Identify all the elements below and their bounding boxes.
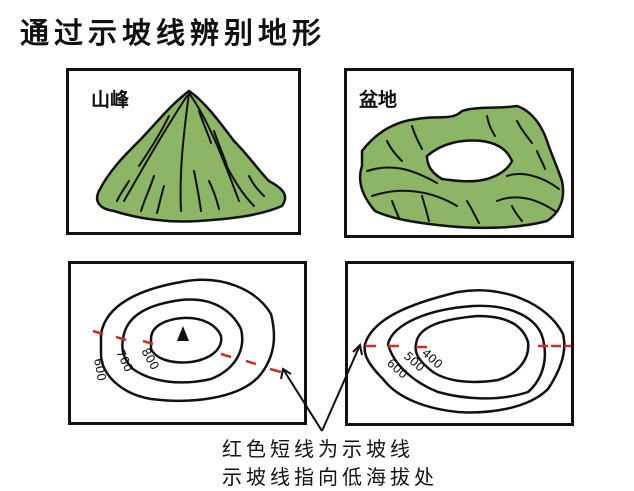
- contour-700: [121, 298, 244, 384]
- basin-illustration-panel: 盆地: [344, 68, 574, 238]
- contour-label-600: 600: [91, 357, 109, 382]
- contour-800: [149, 316, 223, 364]
- peak-contour-panel: 600 700 800: [68, 261, 307, 425]
- caption-line-1: 红色短线为示坡线: [222, 437, 414, 461]
- contour-label-800: 800: [138, 346, 162, 373]
- mountain-peak-icon: [95, 89, 287, 223]
- basin-contour-map: 600 500 400: [363, 289, 571, 414]
- page-title: 通过示坡线辨别地形: [20, 16, 327, 50]
- contour-400: [414, 314, 530, 384]
- peak-contour-map: 600 700 800: [91, 278, 282, 402]
- summit-triangle-icon: [177, 326, 189, 341]
- contour-600: [363, 289, 566, 414]
- caption-line-2: 示坡线指向低海拔处: [222, 465, 438, 489]
- contour-600: [99, 278, 276, 402]
- peak-label: 山峰: [91, 89, 130, 111]
- basin-terrain-icon: [358, 104, 565, 230]
- basin-label: 盆地: [359, 89, 398, 111]
- contour-500: [386, 304, 547, 400]
- peak-illustration-panel: 山峰: [66, 68, 301, 235]
- basin-contour-panel: 600 500 400: [345, 261, 574, 426]
